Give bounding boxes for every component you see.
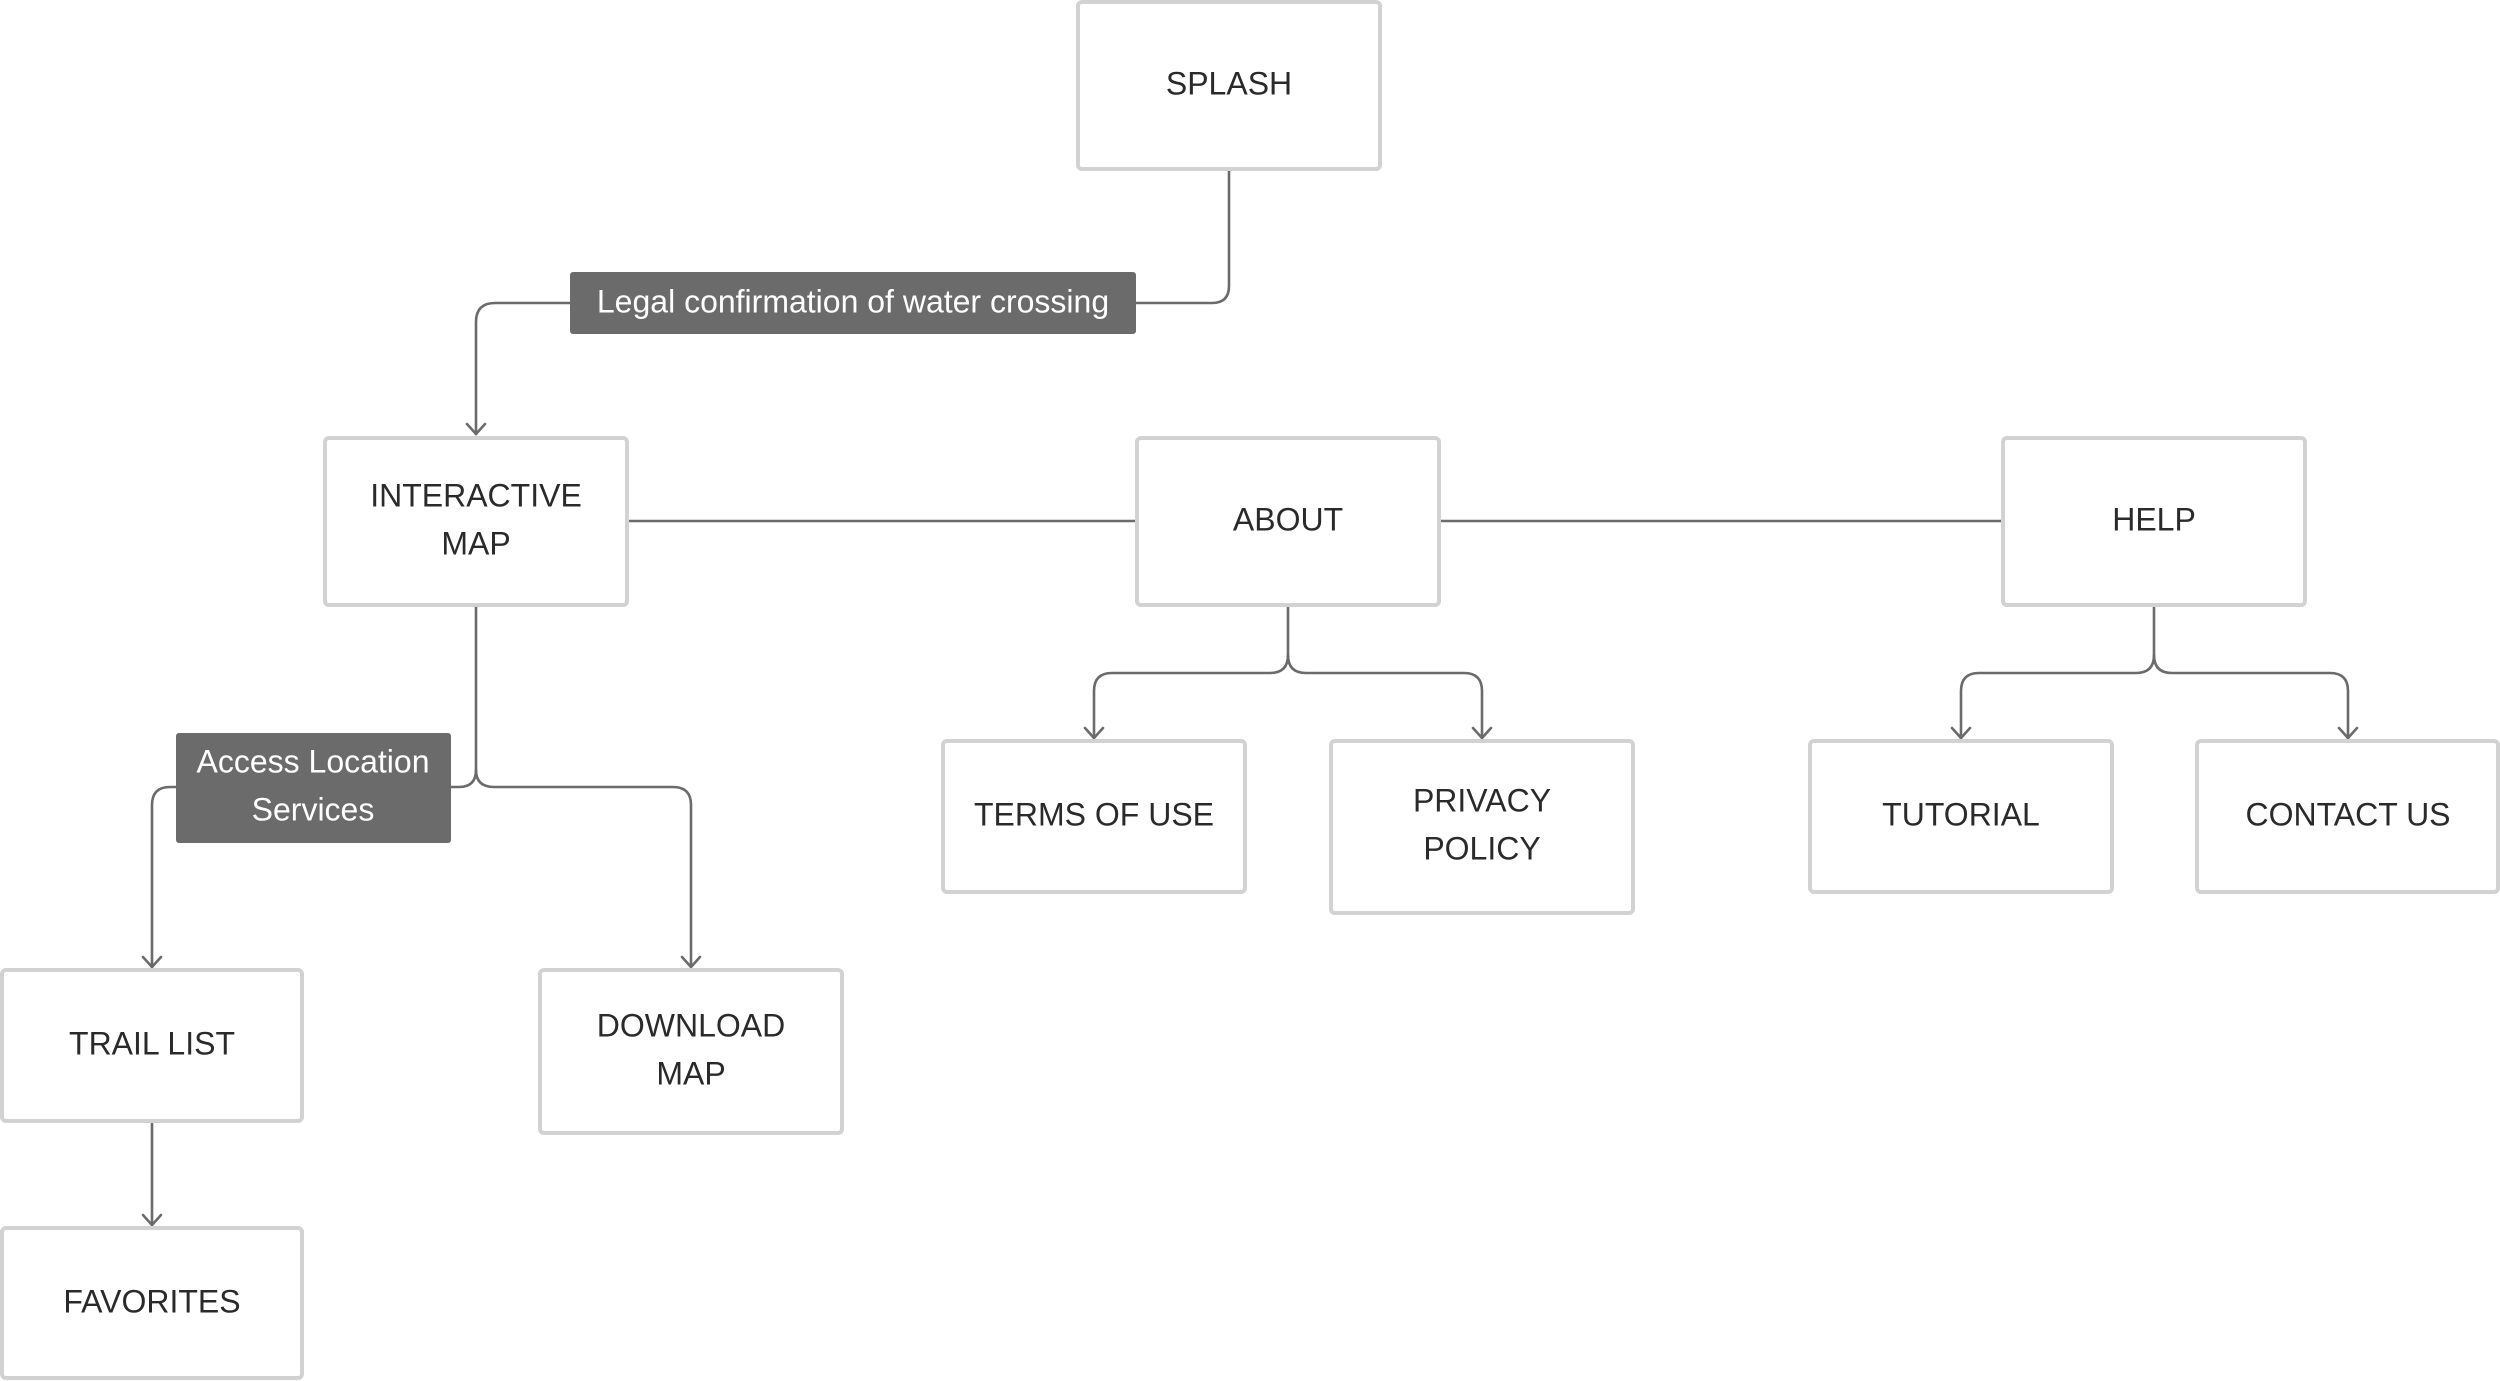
edge-label-legal-box	[570, 272, 1136, 334]
arrowhead-contact-us	[2337, 726, 2359, 740]
arrowhead-tutorial	[1950, 726, 1972, 740]
node-download-map-label-line-1: DOWNLOAD	[597, 1007, 785, 1043]
node-interactive-map: INTERACTIVE MAP	[323, 436, 629, 607]
connector-help-to-contact-us	[2152, 653, 2350, 740]
node-help-box	[2001, 436, 2307, 607]
node-trail-list-box	[0, 968, 304, 1123]
node-tutorial-box	[1808, 739, 2114, 894]
node-interactive-map-label-line-2: MAP	[441, 525, 510, 561]
connector-help-to-tutorial	[1959, 605, 2156, 740]
node-about-box	[1135, 436, 1441, 607]
connector-about-to-privacy-policy	[1286, 653, 1484, 740]
node-tutorial: TUTORIAL	[1808, 739, 2114, 894]
node-about: ABOUT	[1135, 436, 1441, 607]
node-interactive-map-box	[323, 436, 629, 607]
node-download-map-label-line-2: MAP	[656, 1055, 725, 1091]
arrowhead-interactive-map	[465, 422, 487, 436]
arrowhead-terms-of-use	[1083, 726, 1105, 740]
arrowhead-privacy-policy	[1471, 726, 1493, 740]
node-privacy-policy-box	[1329, 739, 1635, 915]
arrowhead-trail-list	[141, 955, 163, 969]
arrowhead-download-map	[680, 955, 702, 969]
node-help-label: HELP	[2112, 501, 2196, 537]
connector-interactive-map-to-download-map	[474, 768, 693, 969]
node-splash-label: SPLASH	[1166, 65, 1292, 101]
node-privacy-policy-label-line-2: POLICY	[1423, 830, 1540, 866]
edge-label-access-location-services: Access Location Services	[176, 733, 451, 843]
node-splash-box	[1076, 0, 1382, 171]
edge-label-location-text-line-1: Access Location	[196, 743, 429, 779]
node-terms-of-use-label: TERMS OF USE	[974, 796, 1214, 832]
node-terms-of-use-box	[941, 739, 1247, 894]
connector-about-to-terms-of-use	[1092, 605, 1290, 740]
node-splash: SPLASH	[1076, 0, 1382, 171]
arrowhead-favorites	[141, 1213, 163, 1227]
node-trail-list: TRAIL LIST	[0, 968, 304, 1123]
node-contact-us: CONTACT US	[2195, 739, 2500, 894]
node-help: HELP	[2001, 436, 2307, 607]
edge-label-legal-text: Legal confirmation of water crossing	[597, 283, 1109, 319]
node-privacy-policy-label-line-1: PRIVACY	[1413, 782, 1551, 818]
node-favorites-box	[0, 1226, 304, 1380]
edge-label-legal-confirmation: Legal confirmation of water crossing	[570, 272, 1136, 334]
node-terms-of-use: TERMS OF USE	[941, 739, 1247, 894]
node-trail-list-label: TRAIL LIST	[69, 1025, 235, 1061]
node-contact-us-label: CONTACT US	[2245, 796, 2450, 832]
node-download-map-box	[538, 968, 844, 1135]
node-tutorial-label: TUTORIAL	[1882, 796, 2040, 832]
node-interactive-map-label-line-1: INTERACTIVE	[370, 477, 582, 513]
node-about-label: ABOUT	[1233, 501, 1343, 537]
edge-label-location-box	[176, 733, 451, 843]
node-download-map: DOWNLOAD MAP	[538, 968, 844, 1135]
node-contact-us-box	[2195, 739, 2500, 894]
connectors	[141, 169, 2359, 1227]
node-favorites-label: FAVORITES	[63, 1283, 240, 1319]
node-favorites: FAVORITES	[0, 1226, 304, 1380]
node-privacy-policy: PRIVACY POLICY	[1329, 739, 1635, 915]
edge-label-location-text-line-2: Services	[252, 791, 375, 827]
